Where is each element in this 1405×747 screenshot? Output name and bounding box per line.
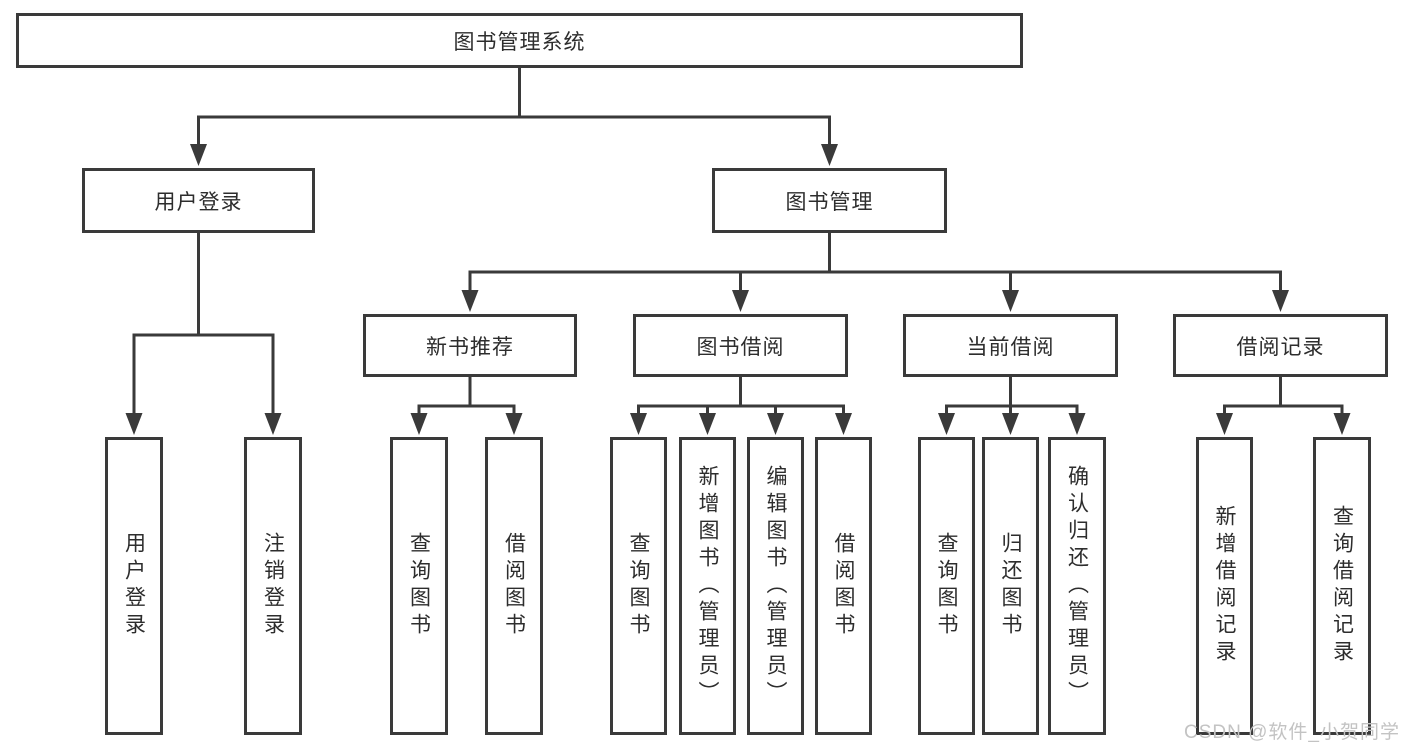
leaf-return-books: 归还图书 bbox=[982, 437, 1039, 735]
node-current-borrowing: 当前借阅 bbox=[903, 314, 1118, 377]
csdn-watermark: CSDN @软件_小贺同学 bbox=[1184, 722, 1400, 743]
leaf-confirm-return-admin-label: 确认归还（管理员） bbox=[1065, 464, 1089, 708]
node-book-management: 图书管理 bbox=[712, 168, 947, 233]
node-root-label: 图书管理系统 bbox=[453, 30, 586, 54]
leaf-query-borrow-record-label: 查询借阅记录 bbox=[1330, 505, 1354, 667]
tree-connector-path bbox=[132, 68, 1344, 415]
node-book-borrowing-label: 图书借阅 bbox=[696, 335, 785, 359]
node-user-login: 用户登录 bbox=[82, 168, 315, 233]
leaf-recommend-query-books-label: 查询图书 bbox=[407, 532, 431, 640]
leaf-borrowing-query-books-label: 查询图书 bbox=[627, 532, 650, 640]
leaf-user-login: 用户登录 bbox=[105, 437, 163, 735]
leaf-logout: 注销登录 bbox=[244, 437, 302, 735]
node-book-borrowing: 图书借阅 bbox=[633, 314, 848, 377]
node-borrowing-records: 借阅记录 bbox=[1173, 314, 1388, 377]
node-new-book-recommend: 新书推荐 bbox=[363, 314, 577, 377]
leaf-return-books-label: 归还图书 bbox=[999, 532, 1022, 640]
leaf-recommend-query-books: 查询图书 bbox=[390, 437, 448, 735]
leaf-add-borrow-record: 新增借阅记录 bbox=[1196, 437, 1253, 735]
leaf-edit-books-admin-label: 编辑图书（管理员） bbox=[764, 464, 787, 708]
node-new-book-recommend-label: 新书推荐 bbox=[426, 335, 514, 359]
node-book-management-label: 图书管理 bbox=[785, 190, 874, 214]
node-user-login-label: 用户登录 bbox=[154, 190, 243, 214]
leaf-borrowing-query-books: 查询图书 bbox=[610, 437, 667, 735]
node-borrowing-records-label: 借阅记录 bbox=[1236, 335, 1325, 359]
leaf-borrowing-borrow-books: 借阅图书 bbox=[815, 437, 872, 735]
node-root-system: 图书管理系统 bbox=[16, 13, 1023, 68]
leaf-add-borrow-record-label: 新增借阅记录 bbox=[1213, 505, 1236, 667]
node-current-borrowing-label: 当前借阅 bbox=[966, 335, 1055, 359]
leaf-query-borrow-record: 查询借阅记录 bbox=[1313, 437, 1371, 735]
leaf-edit-books-admin: 编辑图书（管理员） bbox=[747, 437, 804, 735]
leaf-user-login-label: 用户登录 bbox=[122, 532, 146, 640]
leaf-confirm-return-admin: 确认归还（管理员） bbox=[1048, 437, 1106, 735]
leaf-borrowing-borrow-books-label: 借阅图书 bbox=[832, 532, 855, 640]
leaf-add-books-admin-label: 新增图书（管理员） bbox=[696, 464, 719, 708]
leaf-logout-label: 注销登录 bbox=[261, 532, 285, 640]
leaf-add-books-admin: 新增图书（管理员） bbox=[679, 437, 736, 735]
leaf-recommend-borrow-books: 借阅图书 bbox=[485, 437, 543, 735]
leaf-current-query-books: 查询图书 bbox=[918, 437, 975, 735]
leaf-recommend-borrow-books-label: 借阅图书 bbox=[502, 532, 526, 640]
leaf-current-query-books-label: 查询图书 bbox=[935, 532, 958, 640]
